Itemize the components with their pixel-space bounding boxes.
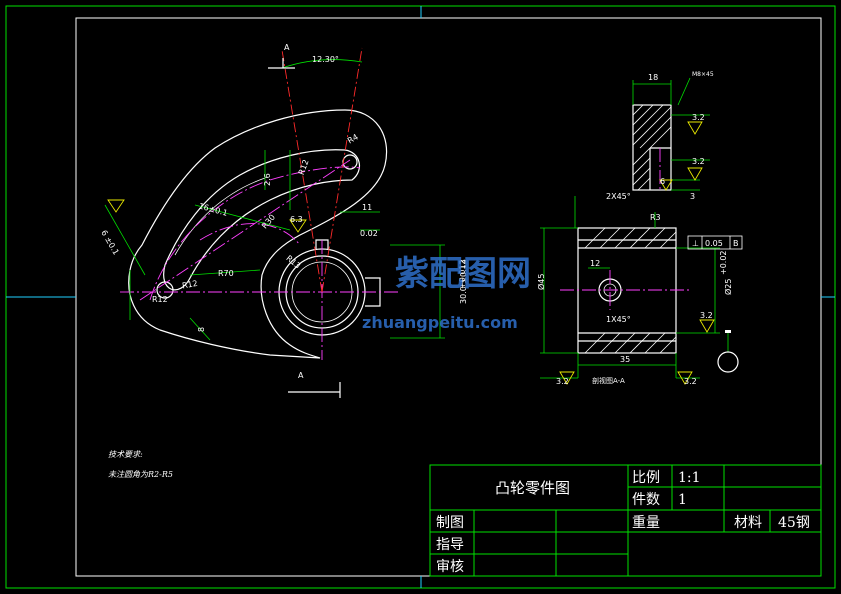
angle-line-right xyxy=(321,47,363,293)
dim-r70: R70 xyxy=(218,269,234,278)
front-dimension-lines xyxy=(104,59,445,341)
scale-label: 比例 xyxy=(632,470,660,486)
datum-symbol xyxy=(717,351,739,373)
dim-6-3: 6.3 xyxy=(290,215,303,224)
dim-plus-0-012: +0.012 xyxy=(458,259,467,289)
roughness-hub-right xyxy=(699,319,715,333)
section-label-bottom: A xyxy=(298,371,304,380)
reviewer-label: 审核 xyxy=(436,559,464,575)
dim-r12-c: R12 xyxy=(152,295,168,304)
quantity-value: 1 xyxy=(678,492,687,508)
material-label: 材料 xyxy=(734,515,762,531)
drawing-title: 凸轮零件图 xyxy=(495,479,570,497)
roughness-symbol xyxy=(289,219,307,233)
hub-dimension-lines xyxy=(540,196,729,379)
dim-30: 30.0 ±0.13 xyxy=(459,259,468,304)
tolerance-frame: ⊥ 0.05 B xyxy=(687,235,743,250)
tol-datum: B xyxy=(733,239,739,248)
left-pin-hole xyxy=(156,281,174,299)
dim-r4: R4 xyxy=(346,132,360,145)
key-dimension-lines xyxy=(632,77,710,191)
section-marker-bottom xyxy=(288,382,341,398)
quantity-label: 件数 xyxy=(632,492,660,508)
datum-triangle xyxy=(725,330,731,333)
roughness-key-1 xyxy=(687,121,703,135)
dim-r13: R13 xyxy=(284,254,302,271)
key-part-hatch xyxy=(632,104,672,191)
dim-6-1: 6 ±0.1 xyxy=(99,229,120,257)
section-view: 18 M8×45 3.2 3.2 3 6 xyxy=(536,71,743,386)
watermark-url: zhuangpeitu.com xyxy=(362,313,518,332)
hub-outline xyxy=(577,227,677,354)
dim-8: 8 xyxy=(197,327,206,332)
roughness-hub-bl xyxy=(559,371,575,385)
dim-r3: R3 xyxy=(650,213,661,222)
leader-label: M8×45 xyxy=(692,71,714,78)
scale-value: 1:1 xyxy=(678,470,701,486)
hub-hatch-top xyxy=(584,227,677,249)
dim-r12-b: R12 xyxy=(181,279,198,291)
roughness-key-3 xyxy=(659,179,673,191)
material-value: 45钢 xyxy=(778,515,810,531)
cam-inner-slot xyxy=(163,149,361,291)
pitch-arc-2 xyxy=(199,223,301,246)
dim-0-02: 0.02 xyxy=(360,229,378,238)
front-view: A A 12.30° 2.6 R12 R4 16±0.1 11 6.3 0.02… xyxy=(99,43,468,398)
chamfer2-label: 1X45° xyxy=(606,315,631,324)
dim-2-6: 2.6 xyxy=(263,173,272,186)
dim-12: 12 xyxy=(590,259,600,268)
roughness-key-2 xyxy=(687,167,703,181)
roughness-symbol-left xyxy=(107,199,125,213)
dim-angle: 12.30° xyxy=(312,55,339,64)
roughness-value-1: 3.2 xyxy=(692,113,705,122)
dim-16: 16±0.1 xyxy=(198,201,229,217)
drawn-by-label: 制图 xyxy=(436,515,464,531)
angle-line-left xyxy=(281,49,323,293)
dim-6: 6 xyxy=(660,177,665,186)
roughness-value-bl: 3.2 xyxy=(556,377,569,386)
roughness-hub-br xyxy=(677,371,693,385)
centering-marks xyxy=(6,6,835,588)
notes-line: 未注圆角为R2-R5 xyxy=(108,470,173,479)
dim-11: 11 xyxy=(362,203,372,212)
section-view-label: 剖视图A-A xyxy=(592,376,625,385)
dim-3: 3 xyxy=(690,192,695,201)
dim-35: 35 xyxy=(620,355,630,364)
section-label-top: A xyxy=(284,43,290,52)
slot-offset-line xyxy=(174,177,266,256)
tol-value: 0.05 xyxy=(705,239,723,248)
dim-dia25: Ø25 xyxy=(723,279,733,295)
weight-label: 重量 xyxy=(632,515,660,531)
dim-plus-0-02: +0.02 xyxy=(719,250,728,275)
instructor-label: 指导 xyxy=(436,537,464,553)
roughness-value-3: 3.2 xyxy=(700,311,713,320)
roughness-value-br: 3.2 xyxy=(684,377,697,386)
roughness-value-2: 3.2 xyxy=(692,157,705,166)
notes-heading: 技术要求: xyxy=(108,450,143,459)
cam-outer-profile xyxy=(128,109,388,359)
dim-r12: R12 xyxy=(297,158,311,176)
hub-hatch-bottom xyxy=(584,332,677,354)
pitch-curve xyxy=(149,166,361,301)
inner-frame xyxy=(75,17,822,577)
diagonal-centerline xyxy=(139,159,351,301)
watermark: 紫配图网 zhuangpeitu.com xyxy=(362,254,531,332)
section-marker-top xyxy=(268,58,295,69)
dim-r30: R30 xyxy=(260,213,277,231)
title-block-grid xyxy=(429,464,822,577)
watermark-name: 紫配图网 xyxy=(395,254,531,294)
dim-dia45: Ø45 xyxy=(536,274,546,290)
chamfer-label: 2X45° xyxy=(606,192,631,201)
dim-18: 18 xyxy=(648,73,658,82)
tol-symbol: ⊥ xyxy=(692,239,699,248)
